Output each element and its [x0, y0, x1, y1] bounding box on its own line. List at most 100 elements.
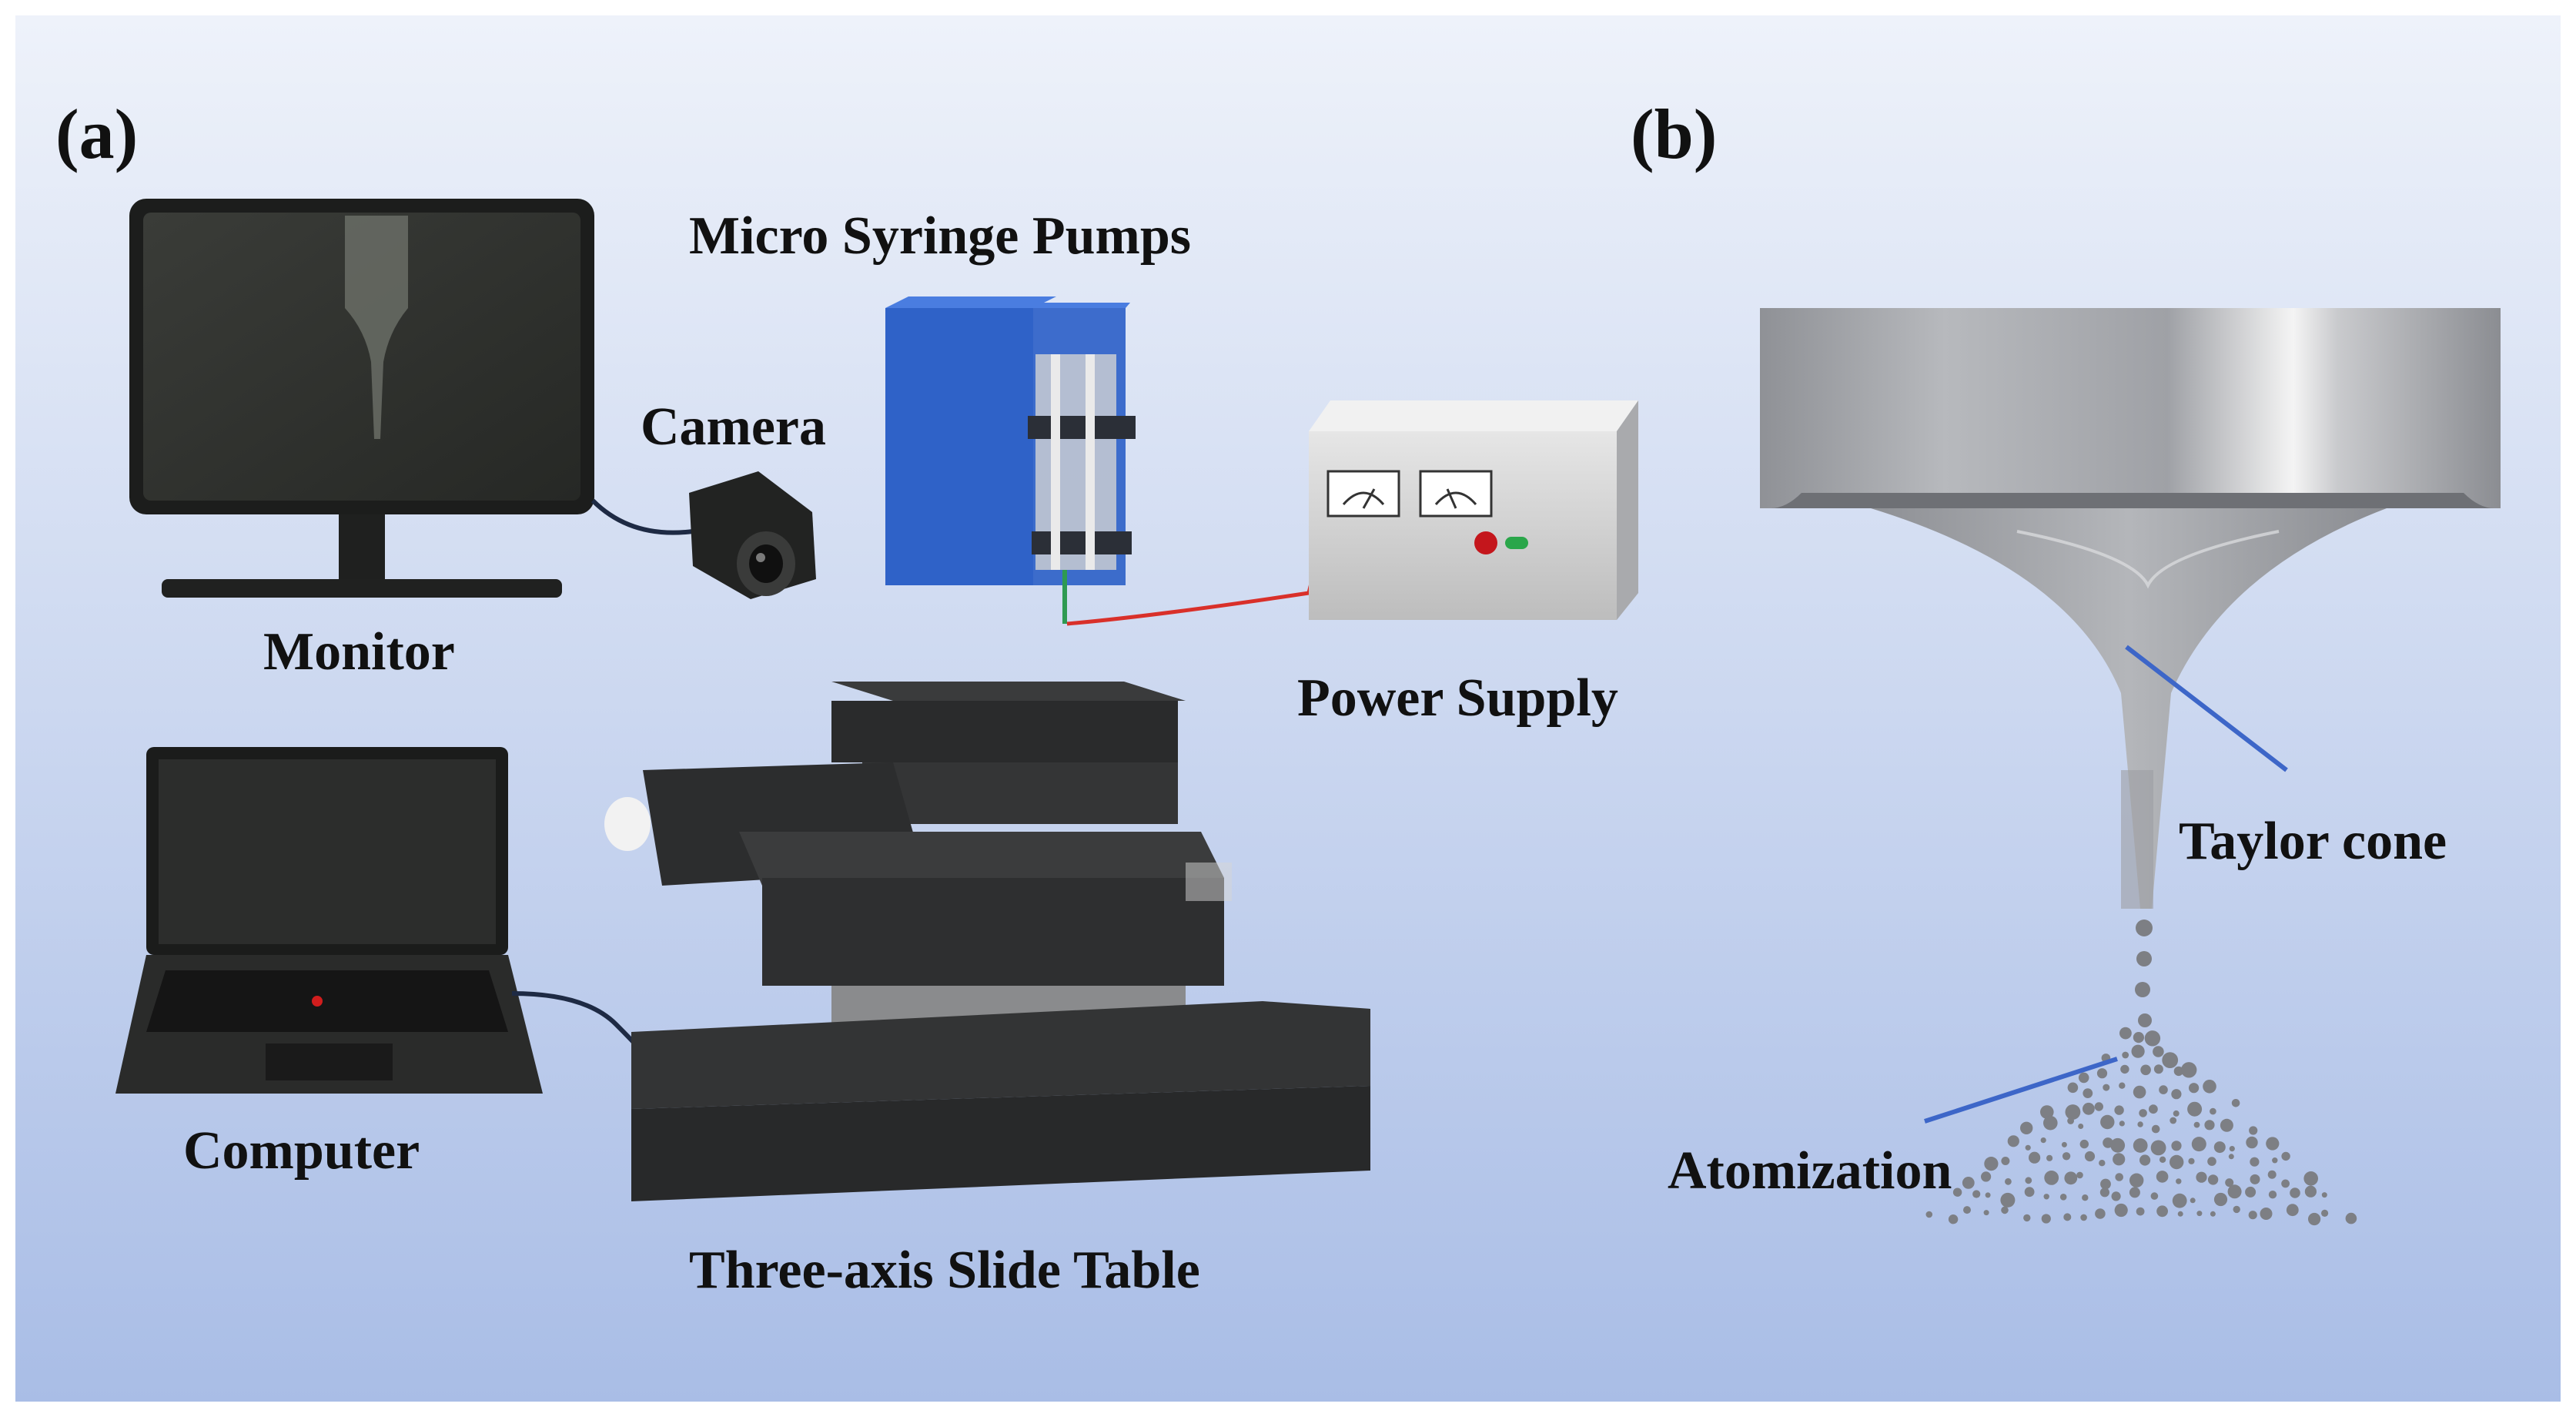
- droplet: [2083, 1102, 2095, 1115]
- droplet: [2024, 1187, 2035, 1198]
- label-camera: Camera: [641, 397, 827, 457]
- droplet: [2043, 1194, 2049, 1200]
- droplet: [1972, 1190, 1981, 1198]
- syringe-pump-illustration: [885, 296, 1136, 624]
- droplet: [2250, 1157, 2260, 1167]
- droplet: [2023, 1214, 2031, 1222]
- droplet: [2190, 1198, 2196, 1204]
- droplet: [1963, 1206, 1971, 1214]
- droplet: [2043, 1115, 2058, 1131]
- droplet: [2187, 1101, 2203, 1117]
- droplet: [2196, 1171, 2207, 1183]
- droplet: [1981, 1171, 1992, 1182]
- panel-label-a: (a): [55, 95, 139, 173]
- droplet: [2079, 1139, 2089, 1149]
- label-power-supply: Power Supply: [1297, 668, 1618, 728]
- droplet: [2040, 1137, 2046, 1144]
- droplet: [2046, 1154, 2053, 1161]
- droplet: [2007, 1135, 2019, 1147]
- droplet: [2207, 1157, 2216, 1166]
- needle-illustration: [1760, 308, 2501, 909]
- droplet: [2210, 1107, 2216, 1115]
- droplet: [2020, 1121, 2033, 1135]
- droplet: [2114, 1105, 2124, 1115]
- droplet: [2250, 1174, 2260, 1184]
- droplet: [2153, 1064, 2163, 1074]
- droplet: [2207, 1174, 2219, 1185]
- droplet: [2248, 1211, 2257, 1220]
- droplet: [2078, 1124, 2084, 1129]
- droplet: [2135, 982, 2150, 997]
- droplet: [2099, 1188, 2109, 1198]
- droplet: [1985, 1192, 1991, 1198]
- label-micro-syringe-pumps: Micro Syringe Pumps: [689, 206, 1192, 266]
- droplet: [2083, 1088, 2093, 1098]
- droplet: [2115, 1173, 2123, 1181]
- droplet: [2204, 1120, 2215, 1131]
- droplet: [2136, 920, 2153, 936]
- atomization-droplets: [1925, 920, 2357, 1226]
- droplet: [2225, 1178, 2234, 1188]
- droplet: [2220, 1118, 2233, 1132]
- droplet: [2260, 1208, 2273, 1220]
- droplet: [2153, 1046, 2164, 1057]
- droplet: [2229, 1146, 2235, 1152]
- droplet: [2110, 1137, 2126, 1153]
- droplet: [2246, 1136, 2258, 1149]
- taylor-cone-pointer: [2125, 645, 2288, 772]
- droplet: [2095, 1208, 2106, 1219]
- label-taylor-cone: Taylor cone: [2179, 812, 2447, 871]
- droplet: [2150, 1192, 2159, 1200]
- label-atomization: Atomization: [1668, 1141, 1952, 1201]
- droplet: [2062, 1152, 2071, 1161]
- camera-illustration: [590, 471, 816, 599]
- droplet: [2025, 1177, 2032, 1184]
- droplet: [2103, 1084, 2110, 1091]
- atomization-pointer: [1924, 1057, 2118, 1124]
- droplet: [2063, 1213, 2072, 1221]
- droplet: [2149, 1104, 2158, 1114]
- droplet: [2321, 1209, 2329, 1217]
- droplet: [2171, 1089, 2182, 1100]
- droplet: [2281, 1179, 2290, 1188]
- droplet: [2176, 1178, 2182, 1184]
- droplet: [1962, 1177, 1975, 1189]
- droplet: [2245, 1186, 2257, 1198]
- droplet: [2227, 1184, 2242, 1199]
- label-monitor: Monitor: [263, 622, 455, 682]
- droplet: [2100, 1114, 2115, 1130]
- droplet: [2065, 1104, 2081, 1120]
- droplet: [2133, 1138, 2148, 1153]
- droplet: [2345, 1212, 2357, 1224]
- droplet: [2308, 1212, 2321, 1226]
- droplet: [2189, 1083, 2200, 1094]
- slide-table-illustration: [604, 682, 1370, 1201]
- droplet: [2129, 1173, 2144, 1188]
- droplet: [2228, 1154, 2234, 1160]
- droplet: [1983, 1210, 1989, 1216]
- droplet: [2100, 1178, 2111, 1190]
- droplet: [2162, 1052, 2179, 1068]
- droplet: [2171, 1141, 2182, 1151]
- droplet: [2082, 1194, 2089, 1201]
- droplet: [2139, 1154, 2151, 1166]
- droplet: [2156, 1171, 2169, 1183]
- droplet: [2122, 1051, 2129, 1059]
- droplet: [2000, 1192, 2016, 1208]
- droplet: [2061, 1141, 2067, 1147]
- droplet: [2231, 1099, 2240, 1107]
- droplet: [2096, 1068, 2108, 1079]
- droplet: [2203, 1080, 2216, 1094]
- droplet: [2304, 1185, 2317, 1198]
- droplet: [2136, 951, 2152, 966]
- droplet: [2290, 1188, 2300, 1198]
- droplet: [2272, 1157, 2278, 1164]
- droplet: [2321, 1192, 2327, 1198]
- droplet: [2001, 1157, 2010, 1165]
- droplet: [2029, 1151, 2041, 1164]
- droplet: [2111, 1191, 2121, 1201]
- droplet: [1925, 1211, 1933, 1218]
- droplet: [2151, 1124, 2160, 1134]
- droplet: [2025, 1144, 2031, 1151]
